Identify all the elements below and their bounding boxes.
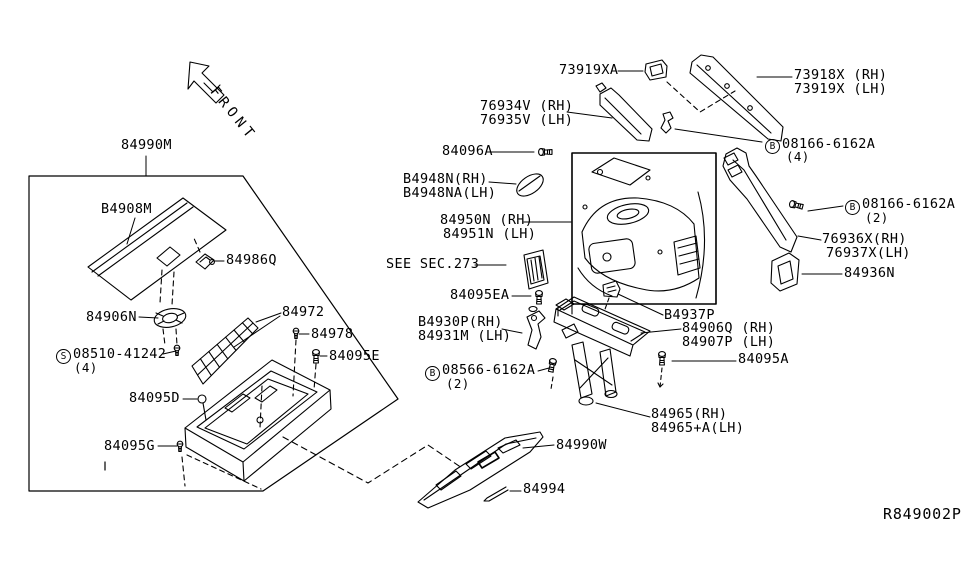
- leader-lines: [126, 70, 844, 492]
- label-84095ea: 84095EA: [450, 287, 510, 303]
- fastener-08166-right-bolt: [788, 199, 805, 211]
- part-84950n-box: [571, 152, 717, 305]
- hidden-line: [259, 385, 263, 429]
- label-84907p-lh: 84907P (LH): [682, 334, 776, 350]
- label-84906q-rh: 84906Q (RH): [682, 320, 776, 336]
- part-73918x-trim: [689, 54, 784, 142]
- part-84986q-clip: [195, 253, 215, 270]
- fastener-08510-screw: [173, 344, 181, 357]
- label-08166-6162a-right: 08166-6162A: [862, 196, 956, 212]
- fastener-84095a-bolt: [657, 351, 666, 388]
- label-84978: 84978: [311, 326, 354, 342]
- part-84972-mat: [191, 317, 259, 385]
- label-84965a-lh: 84965+A(LH): [651, 420, 745, 436]
- label-08166-right-qty: (2): [865, 210, 889, 225]
- fastener-84978-clip: [292, 327, 300, 397]
- fastener-08166-top-clip: [660, 111, 674, 134]
- fastener-84095ea-bolt: [535, 290, 543, 305]
- label-84095e: 84095E: [329, 348, 380, 364]
- label-84906n: 84906N: [86, 309, 137, 325]
- circled-b-symbol: B: [845, 200, 860, 215]
- label-b4948n-rh: B4948N(RH): [403, 171, 488, 187]
- circled-s-symbol: S: [56, 349, 71, 364]
- fastener-08566-bolt: [546, 357, 558, 390]
- label-b4948na-lh: B4948NA(LH): [403, 185, 497, 201]
- label-b4908m: B4908M: [101, 201, 152, 217]
- label-b4930p-rh: B4930P(RH): [418, 314, 503, 330]
- label-84096a: 84096A: [442, 143, 493, 159]
- front-arrow-icon: [187, 61, 225, 104]
- label-08166-top-qty: (4): [786, 149, 810, 164]
- part-84906q-finisher: [553, 296, 651, 406]
- part-84990w-sill: [417, 431, 544, 509]
- label-84986q: 84986Q: [226, 252, 277, 268]
- label-84994: 84994: [523, 481, 566, 497]
- label-84990w: 84990W: [556, 437, 607, 453]
- label-08510-qty: (4): [74, 360, 98, 375]
- assembly-dashed-line: [282, 436, 463, 484]
- label-84950n-rh: 84950N (RH): [440, 212, 534, 228]
- part-84906n-cup: [153, 235, 201, 346]
- label-84951n-lh: 84951N (LH): [443, 226, 537, 242]
- part-73919xa-clip: [644, 59, 736, 113]
- circled-b-symbol: B: [765, 139, 780, 154]
- part-76934v-trim: [595, 82, 653, 142]
- circled-b-symbol: B: [425, 366, 440, 381]
- part-sec273-vent: [523, 249, 549, 290]
- label-84095a: 84095A: [738, 351, 789, 367]
- fastener-84095g-screw: [176, 440, 262, 490]
- part-84994-rod: [483, 486, 509, 502]
- label-73919xa: 73919XA: [559, 62, 619, 78]
- label-08566-qty: (2): [446, 376, 470, 391]
- label-84931m-lh: 84931M (LH): [418, 328, 512, 344]
- label-76934v-rh: 76934V (RH): [480, 98, 574, 114]
- part-b4937p-clip: [602, 280, 621, 313]
- label-84965-rh: 84965(RH): [651, 406, 728, 422]
- fastener-84095e-bolt: [312, 349, 320, 391]
- label-76937x-lh: 76937X(LH): [826, 245, 911, 261]
- part-b4948n-grommet: [516, 173, 544, 197]
- label-see-sec-273: SEE SEC.273: [386, 256, 480, 272]
- label-08166-6162a-top: 08166-6162A: [782, 136, 876, 152]
- part-84936n-bracket: [770, 252, 800, 292]
- label-84095g: 84095G: [104, 438, 155, 454]
- label-84972: 84972: [282, 304, 325, 320]
- part-storage-tray: [184, 359, 332, 482]
- drawing-number: R849002P: [883, 505, 962, 523]
- floor-panel-outline: [28, 175, 399, 492]
- part-b4908m-lid: [87, 197, 227, 301]
- fastener-84096a-bolt: [538, 148, 553, 156]
- label-76936x-rh: 76936X(RH): [822, 231, 907, 247]
- fastener-84095d-pin: [197, 394, 207, 421]
- label-08510-41242: 08510-41242: [73, 346, 167, 362]
- label-76935v-lh: 76935V (LH): [480, 112, 574, 128]
- label-b4937p: B4937P: [664, 307, 715, 323]
- part-b4930p-bracket: [526, 305, 546, 350]
- label-73919x-lh: 73919X (LH): [794, 81, 888, 97]
- label-08566-6162a: 08566-6162A: [442, 362, 536, 378]
- part-76936x-trim: [722, 147, 798, 253]
- label-84936n: 84936N: [844, 265, 895, 281]
- label-84990m: 84990M: [121, 137, 172, 153]
- label-84095d: 84095D: [129, 390, 180, 406]
- label-73918x-rh: 73918X (RH): [794, 67, 888, 83]
